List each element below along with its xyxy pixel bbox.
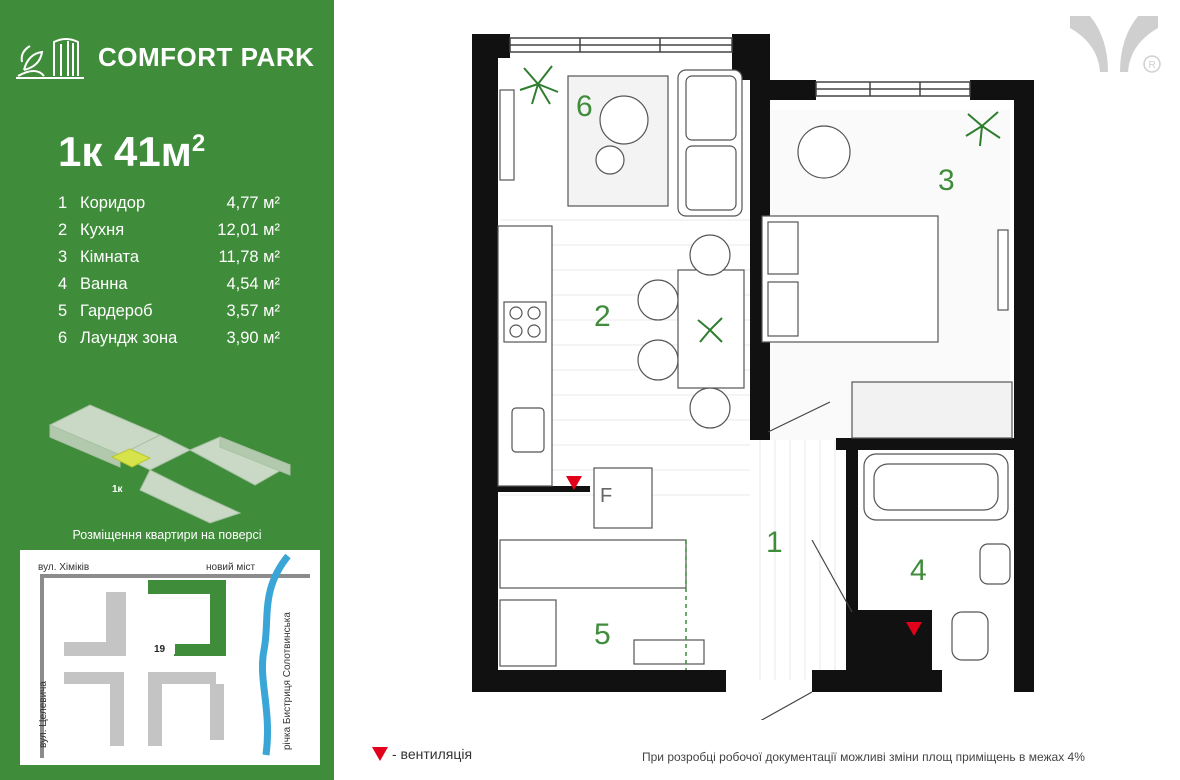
room-area: 4,77 м²: [226, 194, 280, 212]
armchair: [797, 125, 851, 179]
ventilation-triangle-icon: [372, 747, 388, 761]
street-left-label: вул. Целевича: [38, 681, 49, 748]
bedroom-furniture: [761, 125, 1013, 439]
brand-name: COMFORT PARK: [98, 41, 315, 72]
fridge-label: F: [600, 485, 612, 507]
chair: [689, 387, 731, 429]
room-row: 3 Кімната 11,78 м²: [58, 246, 280, 273]
room-name: Гардероб: [80, 302, 153, 320]
kitchen-furniture: [497, 225, 745, 529]
svg-text:R: R: [1149, 60, 1156, 71]
street-top-label: вул. Хіміків: [38, 562, 89, 573]
room-name: Кімната: [80, 248, 140, 266]
window-bedroom: [815, 81, 971, 97]
room-row: 2 Кухня 12,01 м²: [58, 219, 280, 246]
chair: [637, 279, 679, 321]
ventilation-legend: - вентиляція: [372, 746, 472, 762]
room-name: Кухня: [80, 221, 125, 239]
room-number: 4: [58, 275, 68, 293]
apartment-marker: 1к: [112, 484, 124, 495]
site-map: вул. Хіміків новий міст вул. Целевича рі…: [20, 550, 320, 765]
room-name: Ванна: [80, 275, 128, 293]
room-row: 6 Лаундж зона 3,90 м²: [58, 327, 280, 354]
room-name: Коридор: [80, 194, 146, 212]
cooktop: [503, 301, 547, 343]
washbasin: [979, 543, 1011, 585]
bathroom-fixtures: [863, 453, 1011, 661]
room-number: 1: [58, 194, 68, 212]
wall-south-west: [472, 670, 726, 692]
bedroom-wardrobe: [851, 381, 1013, 439]
developer-logo-icon: R: [1070, 16, 1161, 73]
ventilation-marker: [566, 476, 922, 636]
sink: [511, 407, 545, 453]
room-row: 1 Коридор 4,77 м²: [58, 192, 280, 219]
room-area: 11,78 м²: [218, 248, 281, 266]
room-label-2: 2: [594, 300, 611, 333]
area-unit-sup: 2: [191, 130, 206, 157]
room-label-4: 4: [910, 554, 927, 587]
disclaimer: При розробці робочої документації можлив…: [642, 750, 1085, 764]
lounge-furniture: [499, 69, 743, 217]
room-number: 5: [58, 302, 68, 320]
chair: [689, 234, 731, 276]
floor-plan: F 1 2 3 4 5 6: [472, 34, 1034, 720]
room-label-3: 3: [938, 164, 955, 197]
wall-partition: [750, 80, 770, 440]
room-area: 3,57 м²: [226, 302, 280, 320]
wall-bath-block: [846, 610, 932, 670]
radiator: [633, 639, 705, 665]
apartment-type: 1к 41м: [58, 128, 192, 175]
wall-west: [472, 34, 498, 690]
room-label-6: 6: [576, 90, 593, 123]
room-number: 3: [58, 248, 68, 266]
room-row: 5 Гардероб 3,57 м²: [58, 300, 280, 327]
floor-hatching: [500, 219, 836, 680]
building-number: 19: [154, 644, 166, 655]
apartment-highlight: [110, 448, 152, 468]
room-number: 2: [58, 221, 68, 239]
bridge-label: новий міст: [206, 562, 255, 573]
wall-north-bedroom: [750, 80, 816, 100]
residential-complex: [148, 580, 226, 656]
window-north: [509, 37, 733, 53]
plant-icon: [965, 111, 1001, 147]
room-area: 3,90 м²: [226, 329, 280, 347]
room-list: 1 Коридор 4,77 м² 2 Кухня 12,01 м² 3 Кімната 1…: [58, 192, 280, 354]
door-swings: [760, 401, 853, 720]
wall-bath-west: [846, 438, 858, 610]
tv-wall: [997, 229, 1009, 311]
wall-east: [1014, 80, 1034, 692]
room-labels: 1 2 3 4 5 6: [576, 90, 955, 651]
river-label: річка Бистриця Солотвинська: [282, 612, 293, 750]
floor-placement-3d: 1к: [48, 404, 292, 524]
apartment-title: 1к 41м2: [58, 128, 205, 176]
plant-icon: [697, 317, 723, 343]
wall-north-stub: [472, 34, 510, 58]
room-name: Лаундж зона: [80, 329, 178, 347]
tv-unit: [499, 89, 515, 181]
comfort-park-logo-icon: [16, 38, 84, 79]
chair: [637, 339, 679, 381]
wall-south-bath: [812, 670, 942, 692]
wall-counter-end: [498, 486, 590, 492]
wall-bath-north: [836, 438, 1034, 450]
toilet: [951, 611, 989, 661]
river: [258, 553, 291, 756]
room-area: 4,54 м²: [226, 275, 280, 293]
walls: [472, 34, 1034, 692]
room-row: 4 Ванна 4,54 м²: [58, 273, 280, 300]
placement-caption: Розміщення квартири на поверсі: [72, 528, 262, 542]
brand-logo: COMFORT PARK: [14, 32, 314, 82]
ventilation-legend-text: - вентиляція: [392, 746, 473, 762]
building-block: [139, 469, 242, 524]
fridge: [593, 467, 653, 529]
room-number: 6: [58, 329, 68, 347]
room-label-5: 5: [594, 618, 611, 651]
plant-icon: [519, 65, 559, 105]
room-label-1: 1: [766, 526, 783, 559]
room-area: 12,01 м²: [217, 221, 280, 239]
coffee-table: [599, 95, 649, 145]
